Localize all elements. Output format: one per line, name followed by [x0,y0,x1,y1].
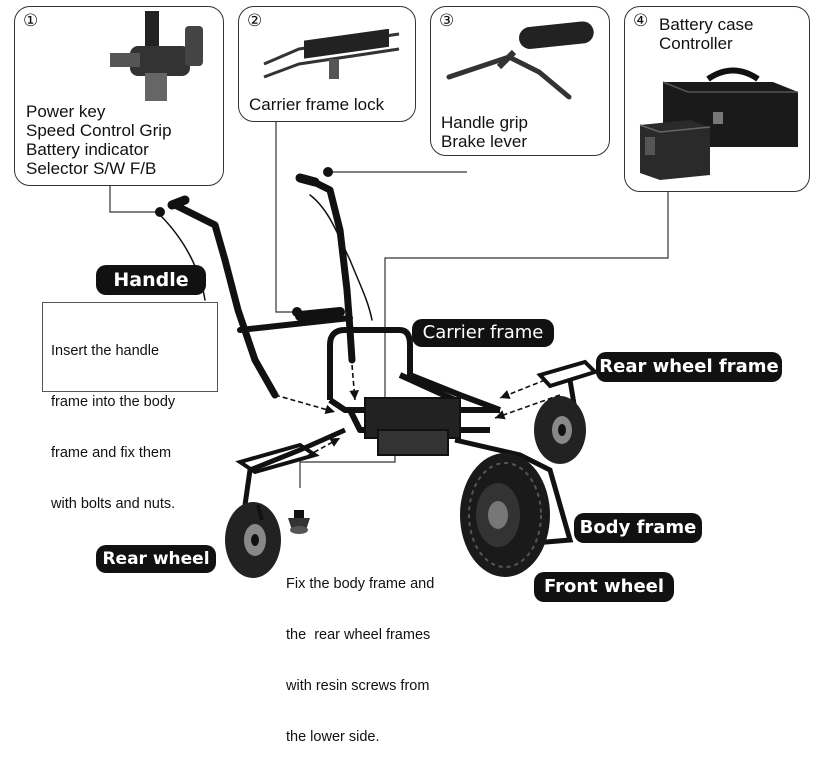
note-line: Fix the body frame and [286,576,435,592]
label-handle: Handle [96,265,206,295]
note-handle-insert: Insert the handle frame into the body fr… [42,302,218,512]
diagram-drawing [109,122,669,578]
note-line: frame into the body [51,394,176,410]
speed-control-grip-icon [110,11,203,101]
label-front-wheel: Front wheel [534,572,674,602]
callout-battery-controller: ④ Battery case Controller [624,6,810,192]
callout-line: Speed Control Grip [26,121,172,140]
callout-line: Power key [26,102,106,121]
brake-lever-icon [446,21,594,100]
assembly-arrows [274,364,561,461]
note-line: with resin screws from [286,678,430,694]
note-line: Insert the handle [51,343,160,359]
label-carrier-frame: Carrier frame [412,319,554,347]
callout-line: Battery case [659,15,754,34]
callout-line: Carrier frame lock [249,95,385,114]
front-wheel-drawing [460,453,550,577]
callout-line: Brake lever [441,132,527,151]
callout-number: ② [247,11,263,31]
callout-number: ① [23,11,39,31]
label-rear-wheel: Rear wheel [96,545,216,573]
controller-icon [639,120,711,180]
label-rear-wheel-frame: Rear wheel frame [596,352,782,382]
body-frame-drawing [235,427,574,548]
note-line: the rear wheel frames [286,627,431,643]
carrier-lock-icon [263,29,400,79]
note-line: with bolts and nuts. [51,496,176,512]
note-line: the lower side. [286,729,380,745]
rear-wheel-right-drawing [534,396,586,464]
callout-handle-grip-brake: ③ Handle grip Brake lever [430,6,610,156]
callout-carrier-frame-lock: ② Carrier frame lock [238,6,416,122]
callout-number: ④ [633,11,649,31]
callout-number: ③ [439,11,455,31]
callout-line: Handle grip [441,113,528,132]
wheelbarrow-assembly-diagram: ① Power key Speed Control Grip Battery i… [14,6,810,745]
label-body-frame: Body frame [574,513,702,543]
handle-frame-drawing [159,173,373,399]
resin-screw-icon [288,510,310,534]
note-line: frame and fix them [51,445,172,461]
battery-case-drawing [364,397,461,456]
note-resin-screws: Fix the body frame and the rear wheel fr… [282,542,462,745]
rear-wheel-left-drawing [225,502,281,578]
callout-speed-control-grip: ① Power key Speed Control Grip Battery i… [14,6,224,186]
callout-line: Selector S/W F/B [26,159,157,178]
callout-line: Battery indicator [26,140,149,159]
callout-line: Controller [659,34,733,53]
